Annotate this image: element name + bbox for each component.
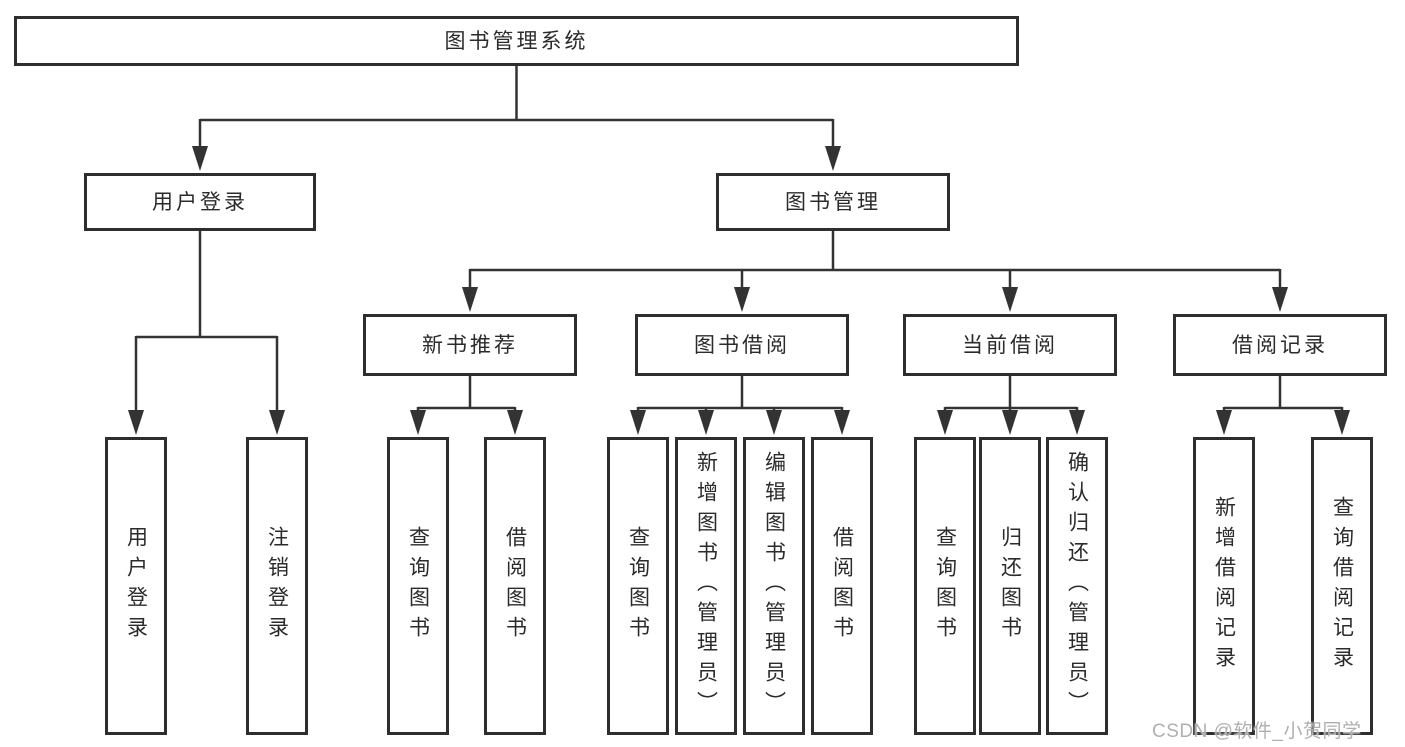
node-new-book-recommend-label: 新书推荐 (422, 333, 518, 357)
node-library-management-system: 图书管理系统 (14, 16, 1019, 66)
leaf-newbook-query-books-label: 查询图书 (406, 526, 430, 646)
leaf-return-books: 归还图书 (979, 437, 1041, 735)
leaf-add-borrow-record: 新增借阅记录 (1193, 437, 1255, 735)
leaf-newbook-borrow-books: 借阅图书 (484, 437, 546, 735)
node-user-login: 用户登录 (84, 173, 316, 231)
node-book-borrowing-label: 图书借阅 (694, 333, 790, 357)
leaf-current-query-books: 查询图书 (914, 437, 976, 735)
node-book-borrowing: 图书借阅 (635, 314, 849, 376)
node-current-borrowing: 当前借阅 (903, 314, 1117, 376)
leaf-borrow-query-books: 查询图书 (607, 437, 669, 735)
leaf-add-books-admin-label: 新增图书（管理员） (694, 451, 718, 721)
leaf-query-borrow-record: 查询借阅记录 (1311, 437, 1373, 735)
node-current-borrowing-label: 当前借阅 (962, 333, 1058, 357)
leaf-borrow-books-label: 借阅图书 (830, 526, 854, 646)
leaf-add-borrow-record-label: 新增借阅记录 (1212, 496, 1236, 676)
node-root-label: 图书管理系统 (444, 29, 589, 53)
leaf-user-login: 用户登录 (105, 437, 167, 735)
leaf-user-login-label: 用户登录 (124, 526, 148, 646)
leaf-current-query-books-label: 查询图书 (933, 526, 957, 646)
node-borrowing-records: 借阅记录 (1173, 314, 1387, 376)
leaf-add-books-admin: 新增图书（管理员） (675, 437, 737, 735)
node-user-login-label: 用户登录 (152, 190, 248, 214)
leaf-borrow-books: 借阅图书 (811, 437, 873, 735)
leaf-edit-books-admin-label: 编辑图书（管理员） (762, 451, 786, 721)
node-new-book-recommend: 新书推荐 (363, 314, 577, 376)
node-book-management: 图书管理 (716, 173, 950, 231)
node-borrowing-records-label: 借阅记录 (1232, 333, 1328, 357)
leaf-confirm-return-admin: 确认归还（管理员） (1046, 437, 1108, 735)
arrowheads (128, 146, 1350, 435)
leaf-logout-label: 注销登录 (265, 526, 289, 646)
leaf-confirm-return-admin-label: 确认归还（管理员） (1065, 451, 1089, 721)
leaf-newbook-borrow-books-label: 借阅图书 (503, 526, 527, 646)
leaf-return-books-label: 归还图书 (998, 526, 1022, 646)
leaf-edit-books-admin: 编辑图书（管理员） (743, 437, 805, 735)
leaf-logout: 注销登录 (246, 437, 308, 735)
node-book-management-label: 图书管理 (785, 190, 881, 214)
leaf-borrow-query-books-label: 查询图书 (626, 526, 650, 646)
leaf-query-borrow-record-label: 查询借阅记录 (1330, 496, 1354, 676)
leaf-newbook-query-books: 查询图书 (387, 437, 449, 735)
csdn-watermark: CSDN @软件_小贺同学 (1152, 721, 1362, 742)
